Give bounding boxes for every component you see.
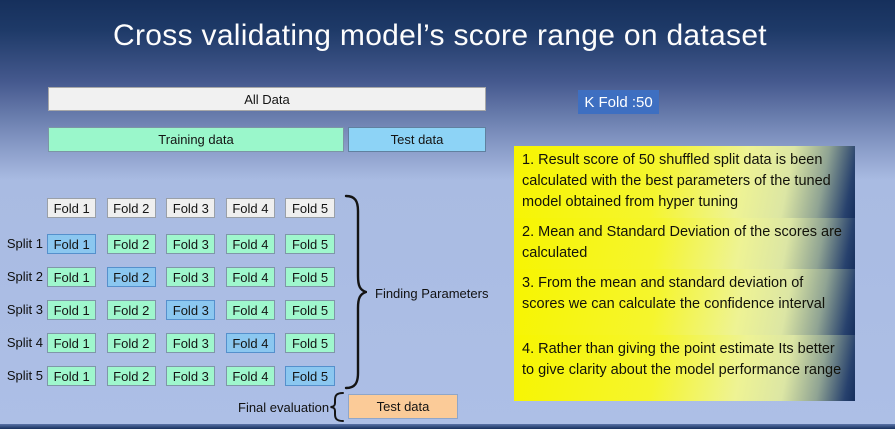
fold-cell-train: Fold 1 (47, 333, 97, 353)
fold-cell-train: Fold 4 (225, 300, 276, 320)
split-label: Split 4 (6, 335, 43, 350)
fold-cell-test: Fold 2 (106, 267, 156, 287)
split-row: Split 1 Fold 1 Fold 2 Fold 3 Fold 4 Fold 5 (0, 234, 335, 254)
kfold-badge: K Fold :50 (578, 90, 659, 114)
note-item-2: 2. Mean and Standard Deviation of the sc… (514, 218, 855, 269)
final-test-data-box: Test data (348, 394, 458, 419)
fold-header-cell: Fold 4 (225, 198, 276, 218)
fold-cell-train: Fold 1 (47, 300, 97, 320)
split-label: Split 1 (6, 236, 43, 251)
slide-bottom-edge (0, 424, 895, 429)
fold-cell-train: Fold 3 (166, 333, 216, 353)
split-row: Split 3 Fold 1 Fold 2 Fold 3 Fold 4 Fold 5 (0, 300, 335, 320)
fold-cells: Fold 1 Fold 2 Fold 3 Fold 4 Fold 5 (47, 267, 335, 287)
final-evaluation-brace (330, 392, 344, 422)
fold-cell-train: Fold 2 (106, 333, 156, 353)
fold-header-cell: Fold 5 (285, 198, 335, 218)
split-label: Split 3 (6, 302, 43, 317)
fold-header-cell: Fold 2 (106, 198, 156, 218)
fold-cell-train: Fold 4 (225, 234, 276, 254)
all-data-label: All Data (244, 91, 290, 107)
fold-cell-train: Fold 2 (106, 300, 156, 320)
test-data-label: Test data (390, 132, 444, 147)
fold-cell-train: Fold 4 (225, 366, 276, 386)
split-row: Split 5 Fold 1 Fold 2 Fold 3 Fold 4 Fold 5 (0, 366, 335, 386)
fold-cell-train: Fold 5 (285, 267, 335, 287)
fold-cells: Fold 1 Fold 2 Fold 3 Fold 4 Fold 5 (47, 300, 335, 320)
fold-cells: Fold 1 Fold 2 Fold 3 Fold 4 Fold 5 (47, 333, 335, 353)
split-row: Split 2 Fold 1 Fold 2 Fold 3 Fold 4 Fold 5 (0, 267, 335, 287)
fold-cells: Fold 1 Fold 2 Fold 3 Fold 4 Fold 5 (47, 234, 335, 254)
fold-cell-train: Fold 5 (285, 300, 335, 320)
fold-cell-train: Fold 2 (106, 234, 156, 254)
fold-cell-train: Fold 4 (225, 267, 276, 287)
fold-header-cell: Fold 3 (166, 198, 216, 218)
fold-cell-test: Fold 3 (166, 300, 216, 320)
fold-cell-train: Fold 5 (285, 234, 335, 254)
fold-header-row: Fold 1 Fold 2 Fold 3 Fold 4 Fold 5 (47, 198, 335, 218)
finding-parameters-label: Finding Parameters (375, 286, 489, 301)
notes-panel: 1. Result score of 50 shuffled split dat… (514, 146, 855, 401)
fold-cell-test: Fold 4 (225, 333, 276, 353)
training-data-label: Training data (158, 132, 234, 147)
fold-cell-train: Fold 3 (166, 366, 216, 386)
fold-cell-test: Fold 1 (47, 234, 97, 254)
split-label: Split 2 (6, 269, 43, 284)
note-item-3: 3. From the mean and standard deviation … (514, 269, 855, 335)
final-evaluation-label: Final evaluation (238, 400, 330, 415)
fold-header-cell: Fold 1 (47, 198, 97, 218)
all-data-bar: All Data (48, 87, 486, 111)
fold-cell-train: Fold 5 (285, 333, 335, 353)
training-data-bar: Training data (48, 127, 344, 152)
fold-cell-train: Fold 2 (106, 366, 156, 386)
fold-cell-test: Fold 5 (285, 366, 335, 386)
slide-title: Cross validating model’s score range on … (113, 19, 767, 52)
fold-cell-train: Fold 3 (166, 234, 216, 254)
split-row: Split 4 Fold 1 Fold 2 Fold 3 Fold 4 Fold 5 (0, 333, 335, 353)
note-item-1: 1. Result score of 50 shuffled split dat… (514, 146, 855, 218)
final-test-data-label: Test data (376, 399, 430, 414)
fold-cells: Fold 1 Fold 2 Fold 3 Fold 4 Fold 5 (47, 366, 335, 386)
note-item-4: 4. Rather than giving the point estimate… (514, 335, 855, 401)
fold-cell-train: Fold 3 (166, 267, 216, 287)
split-label: Split 5 (6, 368, 43, 383)
fold-cell-train: Fold 1 (47, 366, 97, 386)
test-data-bar: Test data (348, 127, 486, 152)
finding-parameters-brace (344, 194, 367, 390)
fold-cell-train: Fold 1 (47, 267, 97, 287)
